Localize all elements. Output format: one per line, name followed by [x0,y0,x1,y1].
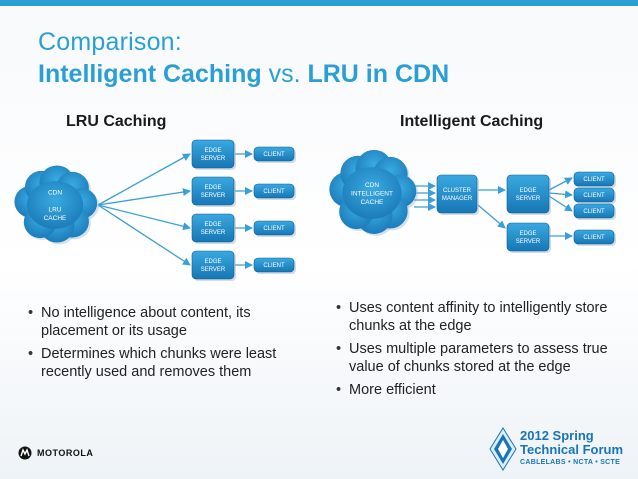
ic-cdn-cloud-label-line-3: CACHE [361,199,384,206]
ic-client-4 [573,229,615,245]
ic-client-4-label-line-1: CLIENT [583,235,605,241]
ic-manager-to-server2-arrow [477,204,506,229]
lru-edge-server-2 [191,176,235,206]
lru-edge-server-2-label-line-2: SERVER [201,193,226,199]
lru-client-3-label-line-1: CLIENT [263,226,285,232]
lru-cdn-to-server-arrow-2 [97,188,191,206]
ic-cluster-manager [436,174,478,214]
lru-edge-server-1-label-line-1: EDGE [204,148,221,154]
lru-cdn-to-server-arrow-4 [97,204,191,266]
ic-server1-to-client1-arrow [548,177,573,191]
ic-cdn-cloud-label-line-2: INTELLIGENT [351,190,393,197]
ic-edge-server-2-label-line-2: SERVER [516,239,541,245]
forum-diamond-icon [489,427,517,471]
lru-edge-server-4-label-line-1: EDGE [204,259,221,265]
lru-edge-server-3 [191,213,235,243]
ic-edge-server-1-label-line-2: SERVER [516,196,541,202]
lru-edge-server-2-label-line-1: EDGE [204,185,221,191]
ic-edge-server-1 [506,174,550,214]
motorola-batwing-icon [18,446,32,460]
lru-edge-server-3-label-line-1: EDGE [204,222,221,228]
motorola-logo: MOTOROLA [18,446,93,460]
lru-bullet-list: No intelligence about content, its place… [28,304,296,386]
lru-client-2-label-line-1: CLIENT [263,189,285,195]
lru-edge-server-4 [191,250,235,280]
lru-client-1-label-line-1: CLIENT [263,152,285,158]
title-intelligent-caching: Intelligent Caching [38,60,262,88]
intelligent-bullet-1: Uses content affinity to intelligently s… [336,299,628,335]
lru-cdn-to-server-arrow-1 [97,153,191,206]
lru-bullet-2: Determines which chunks were least recen… [28,345,296,381]
ic-client-3-label-line-1: CLIENT [583,209,605,215]
lru-client-4 [253,257,295,273]
ic-cluster-manager-label-line-1: CLUSTER [443,188,472,194]
forum-year: 2012 Spring [520,428,594,443]
top-accent-bar [0,0,638,6]
slide-title-line2: Intelligent Caching vs. LRU in CDN [38,60,449,89]
lru-cdn-cloud-label-line-4: CACHE [44,215,67,222]
ic-edge-server-2 [506,222,550,252]
lru-bullet-1: No intelligence about content, its place… [28,304,296,340]
forum-sponsors: CABLELABS • NCTA • SCTE [520,459,621,466]
intelligent-bullet-2: Uses multiple parameters to assess true … [336,340,628,376]
lru-caching-heading: LRU Caching [66,113,167,130]
ic-client-1 [573,171,615,187]
lru-cdn-cloud-label-line-3: LRU [48,207,61,214]
ic-cdn-cloud-body [342,167,402,219]
slide-title-line1: Comparison: [38,28,182,56]
ic-client-3 [573,203,615,219]
lru-client-1 [253,146,295,162]
forum-name: Technical Forum [520,442,624,457]
technical-forum-logo: 2012 Spring Technical Forum CABLELABS • … [488,424,636,476]
lru-cdn-cloud-label-line-1: CDN [48,190,62,197]
ic-server1-to-client2-arrow [548,190,573,199]
lru-client-2 [253,183,295,199]
ic-client-2 [573,187,615,203]
lru-edge-server-1 [191,139,235,169]
lru-cdn-cloud-body [26,181,84,229]
intelligent-bullet-3: More efficient [336,381,628,399]
ic-client-1-label-line-1: CLIENT [583,177,605,183]
intelligent-bullet-list: Uses content affinity to intelligently s… [336,299,628,404]
ic-cdn-cloud-label-line-1: CDN [365,182,379,189]
ic-cluster-manager-label-line-2: MANAGER [442,196,473,202]
lru-client-4-label-line-1: CLIENT [263,263,285,269]
lru-edge-server-3-label-line-2: SERVER [201,230,226,236]
lru-client-3 [253,220,295,236]
ic-edge-server-1-label-line-1: EDGE [519,188,536,194]
ic-edge-server-2-label-line-1: EDGE [519,231,536,237]
intelligent-caching-heading: Intelligent Caching [400,113,544,130]
ic-server1-to-client3-arrow [548,195,573,212]
lru-cdn-to-server-arrow-3 [97,204,191,231]
title-lru-in-cdn: LRU in CDN [307,60,450,88]
ic-client-2-label-line-1: CLIENT [583,193,605,199]
motorola-wordmark: MOTOROLA [37,448,94,458]
title-vs: vs. [261,60,308,88]
lru-edge-server-1-label-line-2: SERVER [201,156,226,162]
lru-edge-server-4-label-line-2: SERVER [201,267,226,273]
